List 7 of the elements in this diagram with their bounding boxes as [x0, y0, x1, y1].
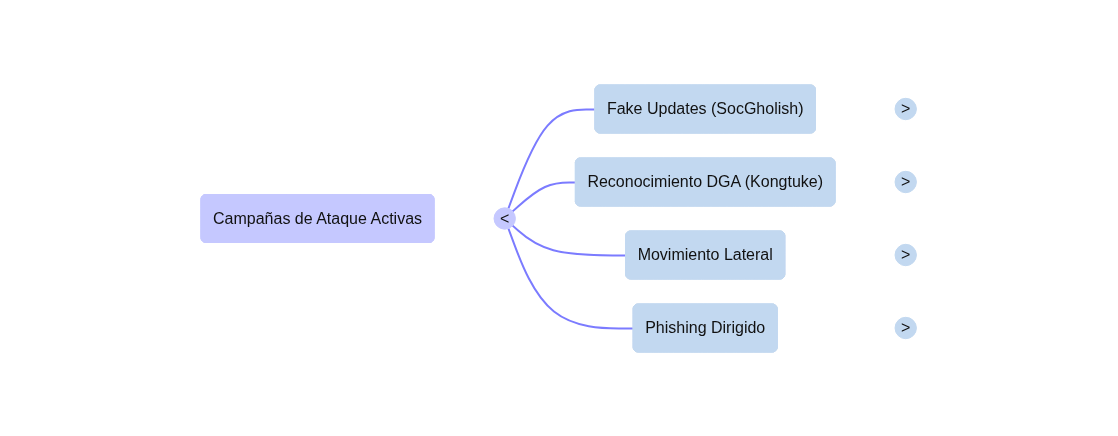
node-circle: > [894, 97, 918, 120]
node-circle: < [493, 206, 517, 230]
connector [507, 227, 635, 329]
node-circle: > [894, 316, 918, 339]
connector [507, 107, 597, 209]
node-circle: > [894, 170, 918, 193]
node-circle: > [894, 243, 918, 266]
